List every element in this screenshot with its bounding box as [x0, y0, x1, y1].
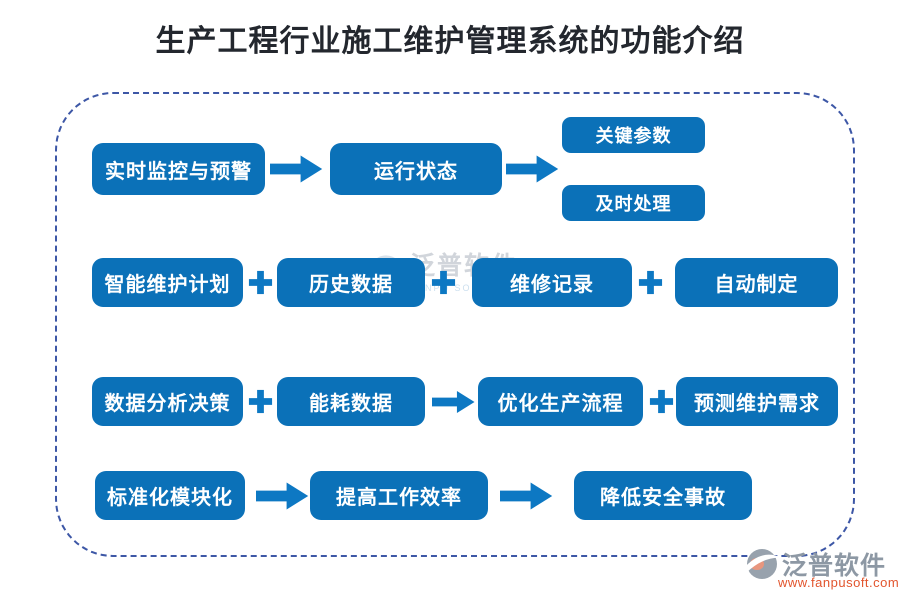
arrow-right-icon	[506, 152, 560, 186]
node-historical-data: 历史数据	[277, 258, 425, 307]
node-running-status: 运行状态	[330, 143, 502, 195]
plus-icon	[648, 388, 675, 415]
arrow-right-icon	[256, 479, 310, 513]
node-reduce-safety-accidents: 降低安全事故	[574, 471, 752, 520]
logo-company-name: 泛普软件	[782, 552, 887, 580]
node-predict-maintenance-demand: 预测维护需求	[676, 377, 838, 426]
plus-icon	[247, 388, 274, 415]
node-repair-records: 维修记录	[472, 258, 632, 307]
node-smart-maintenance-plan: 智能维护计划	[92, 258, 243, 307]
page-title: 生产工程行业施工维护管理系统的功能介绍	[155, 25, 745, 58]
node-improve-work-efficiency: 提高工作效率	[310, 471, 488, 520]
arrow-right-icon	[432, 385, 476, 419]
logo-website-url: www.fanpusoft.com	[778, 575, 900, 590]
node-key-parameters: 关键参数	[562, 117, 705, 153]
arrow-right-icon	[500, 479, 554, 513]
dashed-frame	[55, 92, 855, 557]
arrow-right-icon	[270, 152, 324, 186]
plus-icon	[247, 269, 274, 296]
plus-icon	[430, 269, 457, 296]
node-optimize-production-flow: 优化生产流程	[478, 377, 643, 426]
node-standardized-modular: 标准化模块化	[95, 471, 245, 520]
node-timely-handling: 及时处理	[562, 185, 705, 221]
plus-icon	[637, 269, 664, 296]
node-data-analysis-decision: 数据分析决策	[92, 377, 243, 426]
node-auto-generation: 自动制定	[675, 258, 838, 307]
fanpu-logo-icon	[744, 549, 780, 579]
fanpu-logo: 泛普软件 www.fanpusoft.com	[744, 546, 900, 596]
node-realtime-monitoring: 实时监控与预警	[92, 143, 265, 195]
node-energy-data: 能耗数据	[277, 377, 425, 426]
